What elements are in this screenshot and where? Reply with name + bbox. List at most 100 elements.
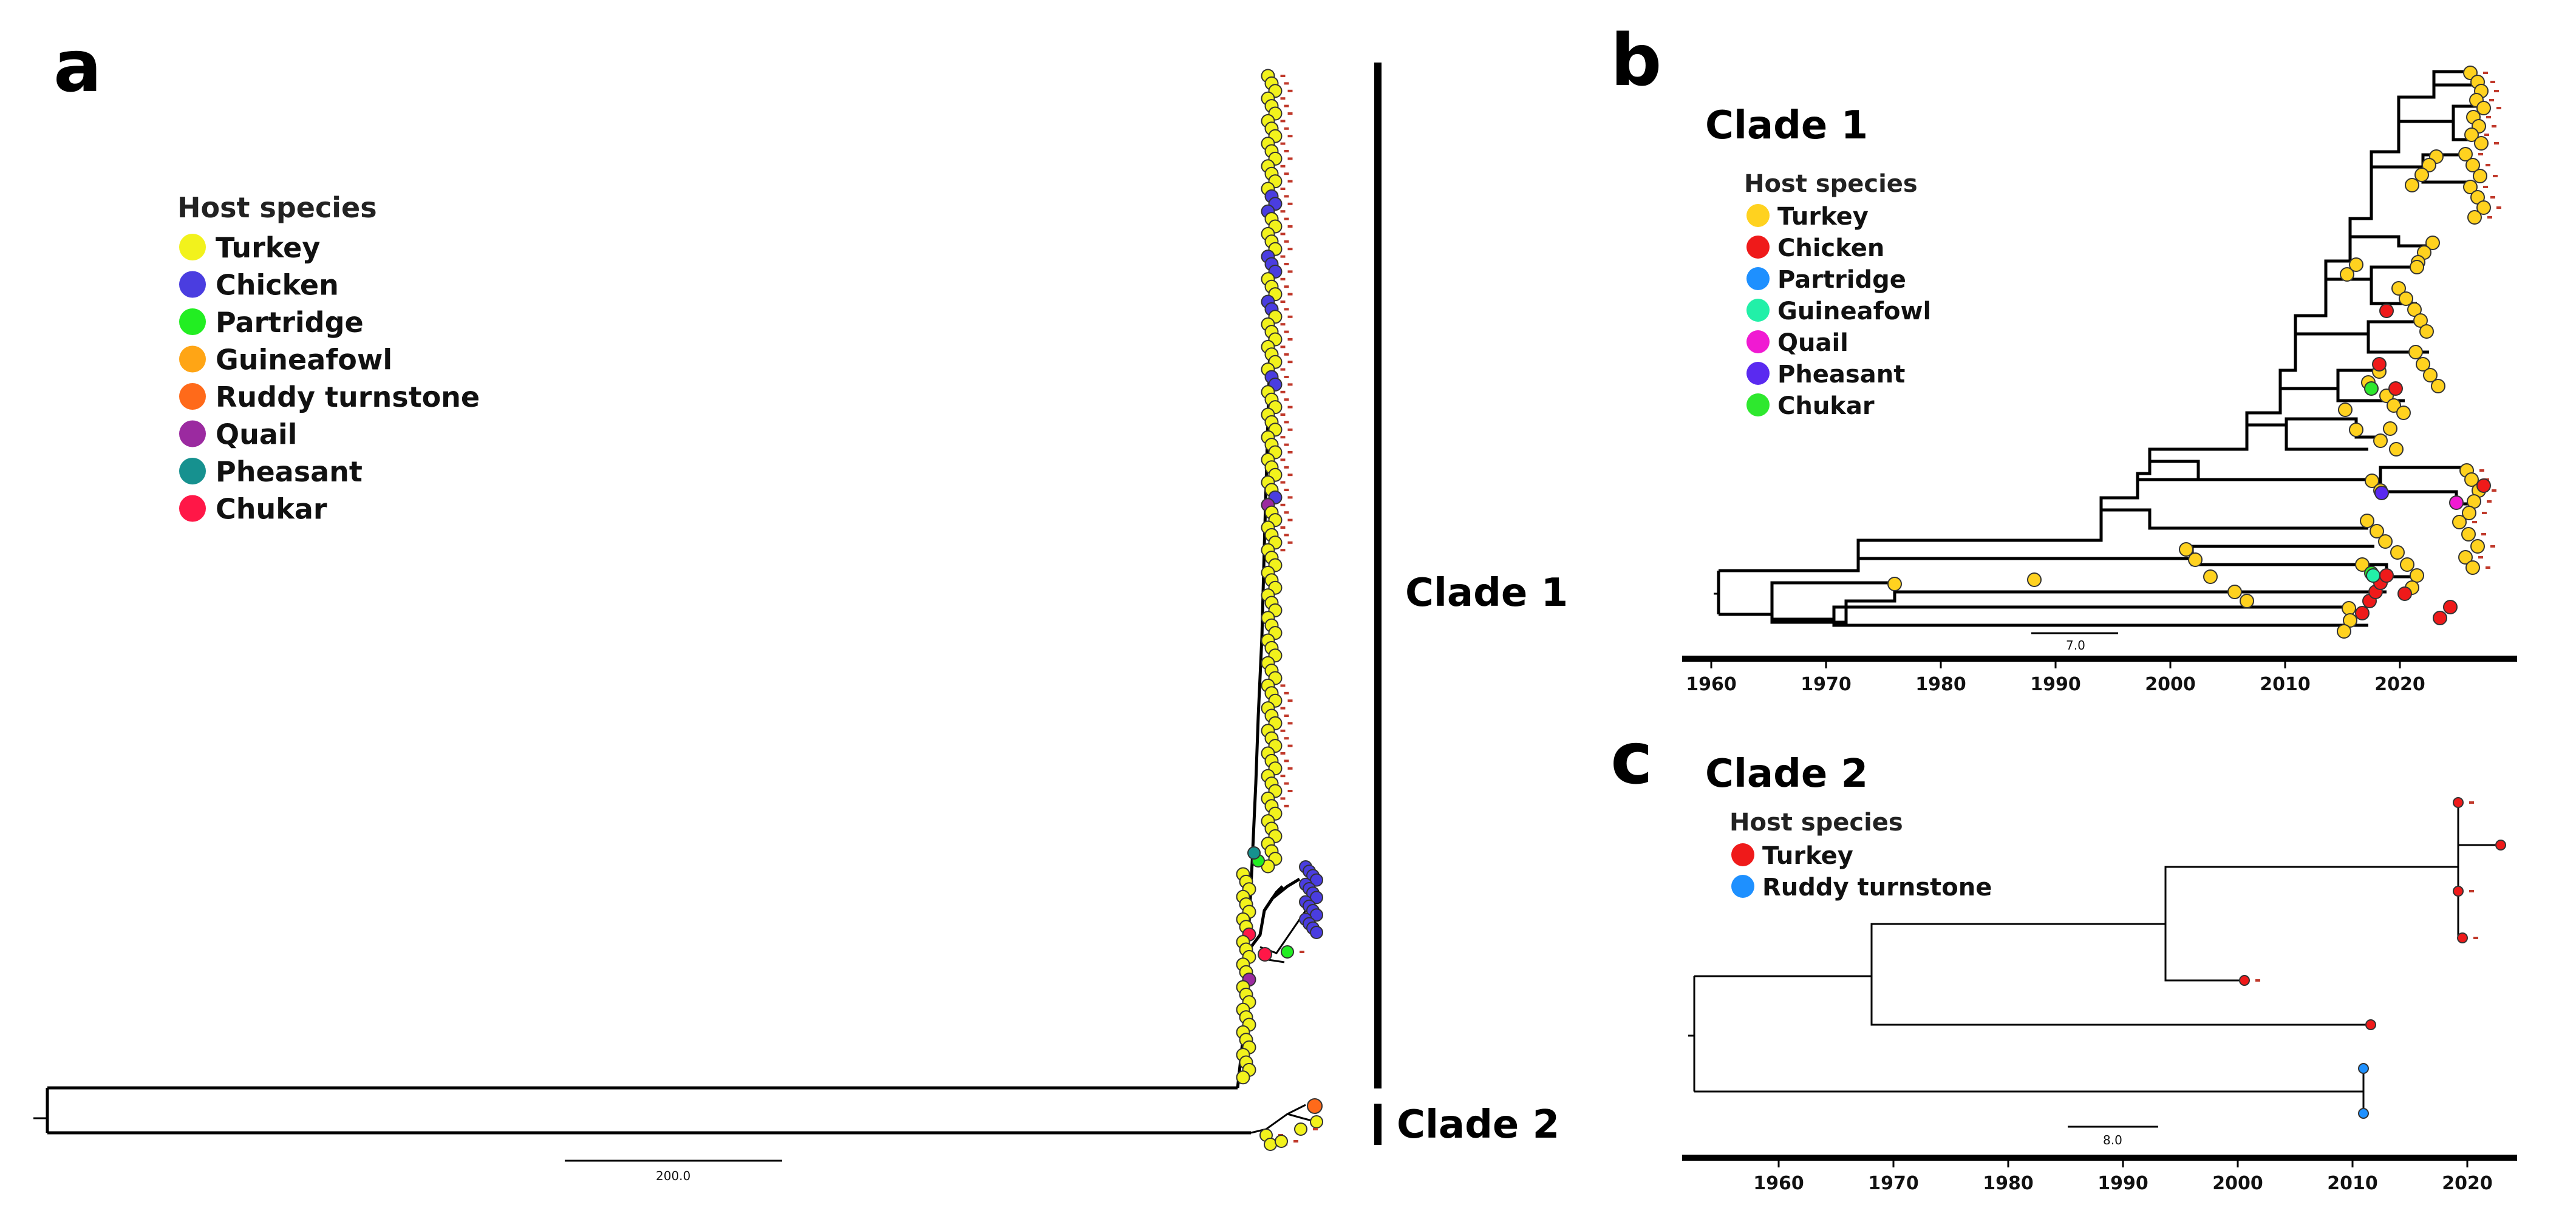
- tip-marker: [2458, 147, 2473, 161]
- tip-label-mark: [2478, 153, 2483, 155]
- panel-b-mid-path-1: [2099, 508, 2368, 540]
- panel-c-main-path: [1694, 866, 2458, 977]
- tip-label-mark: [1280, 526, 1286, 529]
- panel-b-scale-label: 7.0: [2066, 638, 2085, 653]
- tip-marker: [2400, 557, 2414, 572]
- tip-marker: [2355, 557, 2370, 572]
- tip-label-mark: [2490, 196, 2495, 199]
- panel-b-legend-swatch-chukar: [1746, 393, 1770, 416]
- tip-marker: [2476, 101, 2491, 115]
- tip-marker: [2474, 136, 2489, 151]
- tip-label-mark: [1287, 541, 1293, 544]
- tip-label-mark: [1287, 338, 1293, 341]
- tip-label-mark: [1280, 729, 1286, 732]
- tip-marker: [2431, 379, 2445, 393]
- tip-label-mark: [1284, 782, 1289, 785]
- tip-label-mark: [1287, 180, 1293, 183]
- tip-marker: [2463, 180, 2478, 194]
- tip-marker: [2342, 601, 2356, 616]
- tip-label-mark: [2484, 134, 2489, 136]
- panel-b-legend-swatch-pheasant: [1746, 362, 1770, 385]
- tip-label-mark: [1280, 368, 1286, 371]
- panel-b-legend-swatch-chicken: [1746, 236, 1770, 259]
- tip-label-mark: [1280, 707, 1286, 710]
- tip-marker: [2360, 514, 2374, 528]
- tip-marker: [1887, 577, 1902, 591]
- tip-label-mark: [1284, 715, 1289, 717]
- tip-marker: [2452, 515, 2467, 529]
- tip-marker: [2188, 552, 2203, 567]
- tip-label-mark: [2490, 81, 2495, 83]
- tip-label-mark: [1284, 104, 1289, 107]
- tip-marker: [2365, 1019, 2376, 1030]
- panel-b-mid-path-14: [2285, 417, 2387, 439]
- tip-label-mark: [1284, 240, 1289, 243]
- tip-marker: [2374, 486, 2389, 500]
- tip-marker: [2373, 433, 2388, 448]
- tip-label-mark: [1300, 951, 1304, 953]
- tip-label-mark: [1287, 699, 1293, 702]
- panel-c-axis-tick-label: 1990: [2097, 1173, 2148, 1194]
- tip-marker: [2239, 975, 2250, 986]
- tip-marker: [1247, 846, 1261, 860]
- panel-b-mid-path-17: [2370, 265, 2411, 279]
- tip-marker: [2370, 524, 2384, 538]
- tip-label-mark: [1284, 172, 1289, 175]
- tip-label-mark: [1280, 549, 1286, 552]
- tip-label-mark: [1287, 361, 1293, 364]
- tip-marker: [2443, 600, 2458, 614]
- tip-marker: [2425, 236, 2440, 250]
- panel-a-subclade-branch-3: [1259, 910, 1307, 954]
- tip-marker: [2457, 932, 2468, 943]
- panel-b-legend-swatch-guineafowl: [1746, 299, 1770, 322]
- panel-a-legend-label: Turkey: [216, 231, 320, 264]
- tip-label-mark: [1313, 1128, 1318, 1130]
- tip-label-mark: [2492, 489, 2496, 492]
- panel-b-legend-label: Pheasant: [1777, 361, 1905, 389]
- panel-a-subclade-branch-2: [1262, 877, 1301, 912]
- tip-label-mark: [1284, 308, 1289, 311]
- tip-label-mark: [1280, 233, 1286, 236]
- tip-label-mark: [2483, 186, 2488, 188]
- panel-a-legend-label: Quail: [216, 418, 297, 451]
- panel-c-legend-label: Turkey: [1762, 842, 1853, 870]
- tip-marker: [2416, 357, 2430, 372]
- tip-label-mark: [1287, 202, 1293, 205]
- tip-label-mark: [2473, 937, 2478, 939]
- tip-label-mark: [1284, 737, 1289, 740]
- tip-label-mark: [1284, 511, 1289, 514]
- panel-c-axis-tick-label: 1970: [1868, 1173, 1919, 1194]
- tip-label-mark: [1280, 142, 1286, 145]
- panel-b-mid-path-10: [2432, 72, 2478, 87]
- tip-label-mark: [2486, 164, 2490, 166]
- panel-c-scale-bar: 8.0: [2068, 1126, 2158, 1147]
- panel-a-legend-swatch-chicken: [179, 271, 206, 298]
- clade-1-bar: [1374, 63, 1382, 1088]
- tip-label-mark: [2482, 512, 2487, 514]
- tip-marker: [1275, 1135, 1288, 1148]
- tip-marker: [1264, 1138, 1277, 1151]
- tip-marker: [2337, 624, 2351, 639]
- panel-b-legend-label: Partridge: [1777, 266, 1906, 294]
- panel-a-legend: Host species TurkeyChickenPartridgeGuine…: [177, 191, 480, 526]
- tip-marker: [2364, 381, 2379, 396]
- panel-c-axis-tick-label: 2000: [2212, 1173, 2263, 1194]
- panel-c-branch-1: [1870, 976, 2371, 1026]
- tip-marker: [2387, 398, 2401, 413]
- panel-b-mid-path-16: [2366, 320, 2417, 334]
- panel-b-axis-tick-label: 2020: [2374, 674, 2425, 695]
- tip-marker: [2419, 324, 2434, 339]
- tip-marker: [2358, 1063, 2369, 1074]
- panel-b-legend: Host species TurkeyChickenPartridgeGuine…: [1744, 170, 1931, 420]
- tip-label-mark: [1287, 315, 1293, 318]
- tip-label-mark: [1287, 474, 1293, 477]
- tip-marker: [2476, 200, 2491, 215]
- panel-b-lower-path-1: [1719, 581, 1901, 616]
- panel-c-branch-2: [2164, 924, 2244, 982]
- clade-2-label: Clade 2: [1397, 1102, 1559, 1147]
- tip-marker: [2397, 586, 2412, 601]
- tip-marker: [2465, 158, 2480, 172]
